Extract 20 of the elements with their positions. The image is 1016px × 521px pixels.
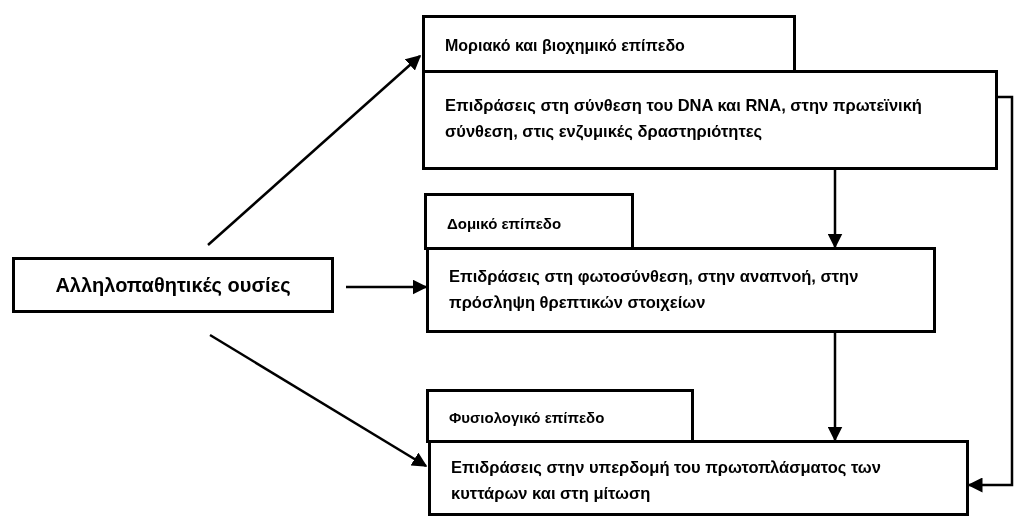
text-box xyxy=(12,257,334,313)
effect-text: Επιδράσεις στη φωτοσύνθεση, στην αναπνοή, στην πρόσληψη θρεπτικών στοιχείων xyxy=(449,266,860,313)
text-box xyxy=(422,70,998,170)
arrow xyxy=(209,333,428,468)
effect-text: Επιδράσεις στην υπερδομή του πρωτοπλάσματος των κυττάρων και στη μίτωση xyxy=(451,457,882,504)
level-heading: Μοριακό και βιοχημικό επίπεδο xyxy=(445,36,685,56)
node-label: Αλληλοπαθητικές ουσίες xyxy=(55,272,291,298)
level-heading: Φυσιολογικό επίπεδο xyxy=(449,408,605,428)
arrow xyxy=(207,55,422,246)
text-box xyxy=(426,389,694,443)
arrow xyxy=(967,95,1014,493)
text-box xyxy=(422,15,796,73)
arrow xyxy=(827,170,843,249)
effect-text: Επιδράσεις στη σύνθεση του DNA και RNA, στην πρωτεϊνική σύνθεση, στις ενζυμικές δραστηριότητες xyxy=(445,95,923,143)
text-box xyxy=(428,440,969,516)
text-box xyxy=(424,193,634,250)
arrow xyxy=(827,333,843,442)
arrow xyxy=(346,279,428,295)
level-heading: Δομικό επίπεδο xyxy=(447,214,562,234)
text-box xyxy=(426,247,936,333)
